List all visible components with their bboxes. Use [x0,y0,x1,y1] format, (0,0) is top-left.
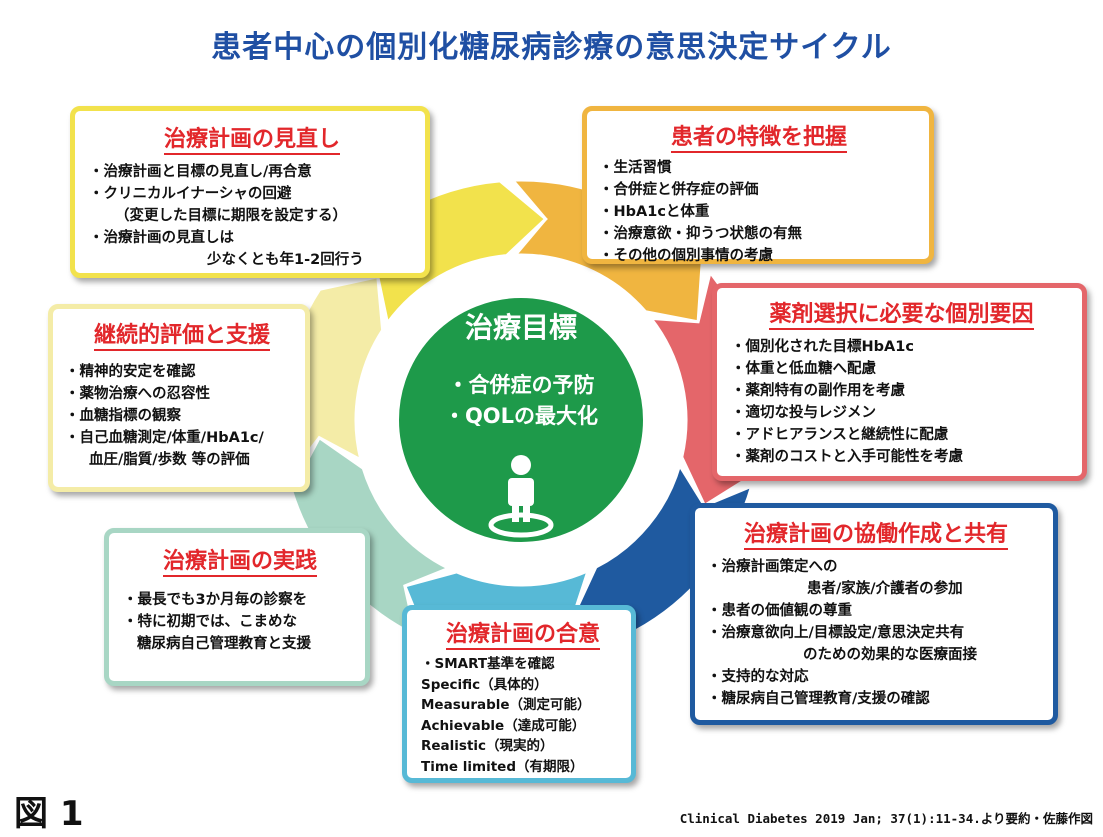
list-item: 少なくとも年1-2回行う [207,252,364,268]
person-icon [488,455,554,538]
list-item: ・HbA1cと体重 [599,204,710,220]
list-item: のための効果的な医療面接 [803,647,977,663]
list-item: ・治療計画と目標の見直し/再合意 [89,164,312,180]
list-item: ・支持的な対応 [707,669,809,685]
goal-items: ・合併症の予防 ・QOLの最大化 [406,370,636,432]
box-collaborative-planning: 治療計画の協働作成と共有 ・治療計画策定への 患者/家族/介護者の参加 ・患者の… [690,503,1058,725]
box-heading: 治療計画の見直し [89,121,415,155]
list-item: ・その他の個別事情の考慮 [599,248,773,264]
source-note: Clinical Diabetes 2019 Jan; 37(1):11-34.… [679,811,1093,826]
list-item: ・治療計画の見直しは [89,230,234,246]
box-heading: 薬剤選択に必要な個別要因 [731,296,1072,330]
list-item: Specific（具体的） [421,676,548,693]
list-item: ・最長でも3か月毎の診察を [123,592,308,608]
list-item: ・アドヒアランスと継続性に配慮 [731,427,949,443]
goal-heading: 治療目標 [464,311,577,344]
list-item: ・治療計画策定への [707,559,838,575]
list-item: ・特に初期では、こまめな [123,614,297,630]
box-heading: 治療計画の協働作成と共有 [707,516,1045,550]
list-item: ・治療意欲・抑うつ状態の有無 [599,226,802,242]
list-item: ・適切な投与レジメン [731,405,876,421]
list-item: ・体重と低血糖へ配慮 [731,361,876,377]
list-item: ・自己血糖測定/体重/HbA1c/ [65,430,264,446]
list-item: ・SMART基準を確認 [421,656,555,672]
list-item: Time limited（有期限） [421,758,584,775]
list-item: Achievable（達成可能） [421,717,586,734]
list-item: ・合併症と併存症の評価 [599,182,759,198]
list-item: 糖尿病自己管理教育と支援 [137,636,311,652]
list-item: Realistic（現実的） [421,738,554,754]
box-patient-features: 患者の特徴を把握 ・生活習慣 ・合併症と併存症の評価 ・HbA1cと体重 ・治療… [582,106,934,264]
box-heading: 継続的評価と支援 [65,317,299,351]
list-item: ・糖尿病自己管理教育/支援の確認 [707,691,930,707]
box-heading: 治療計画の実践 [123,543,357,577]
box-plan-agreement: 治療計画の合意 ・SMART基準を確認 Specific（具体的） Measur… [402,605,636,783]
list-item: ・患者の価値観の尊重 [707,603,852,619]
list-item: Measurable（測定可能） [421,697,591,713]
box-heading: 治療計画の合意 [421,616,625,650]
list-item: ・精神的安定を確認 [65,364,196,380]
list-item: ・薬剤特有の副作用を考慮 [731,383,905,399]
box-continuous-evaluation: 継続的評価と支援 ・精神的安定を確認 ・薬物治療への忍容性 ・血糖指標の観察 ・… [48,304,310,492]
box-plan-practice: 治療計画の実践 ・最長でも3か月毎の診察を ・特に初期では、こまめな 糖尿病自己… [104,528,370,686]
figure-label: 図 1 [14,794,84,834]
list-item: ・クリニカルイナーシャの回避 [89,186,292,202]
list-item: ・個別化された目標HbA1c [731,339,914,355]
list-item: ・薬物治療への忍容性 [65,386,210,402]
goal-item: ・合併症の予防 [447,373,595,397]
goal-circle [393,292,649,548]
box-heading: 患者の特徴を把握 [599,119,919,153]
list-item: （変更した目標に期限を設定する） [115,208,347,224]
page-title: 患者中心の個別化糖尿病診療の意思決定サイクル [211,30,892,65]
list-item: ・治療意欲向上/目標設定/意思決定共有 [707,625,965,641]
goal-item: ・QOLの最大化 [443,404,599,428]
list-item: ・生活習慣 [599,160,672,176]
list-item: ・血糖指標の観察 [65,408,181,424]
list-item: ・薬剤のコストと入手可能性を考慮 [731,449,963,465]
box-plan-review: 治療計画の見直し ・治療計画と目標の見直し/再合意 ・クリニカルイナーシャの回避… [70,106,430,278]
list-item: 血圧/脂質/歩数 等の評価 [89,452,250,468]
box-drug-factors: 薬剤選択に必要な個別要因 ・個別化された目標HbA1c ・体重と低血糖へ配慮 ・… [712,283,1087,481]
list-item: 患者/家族/介護者の参加 [807,581,963,597]
